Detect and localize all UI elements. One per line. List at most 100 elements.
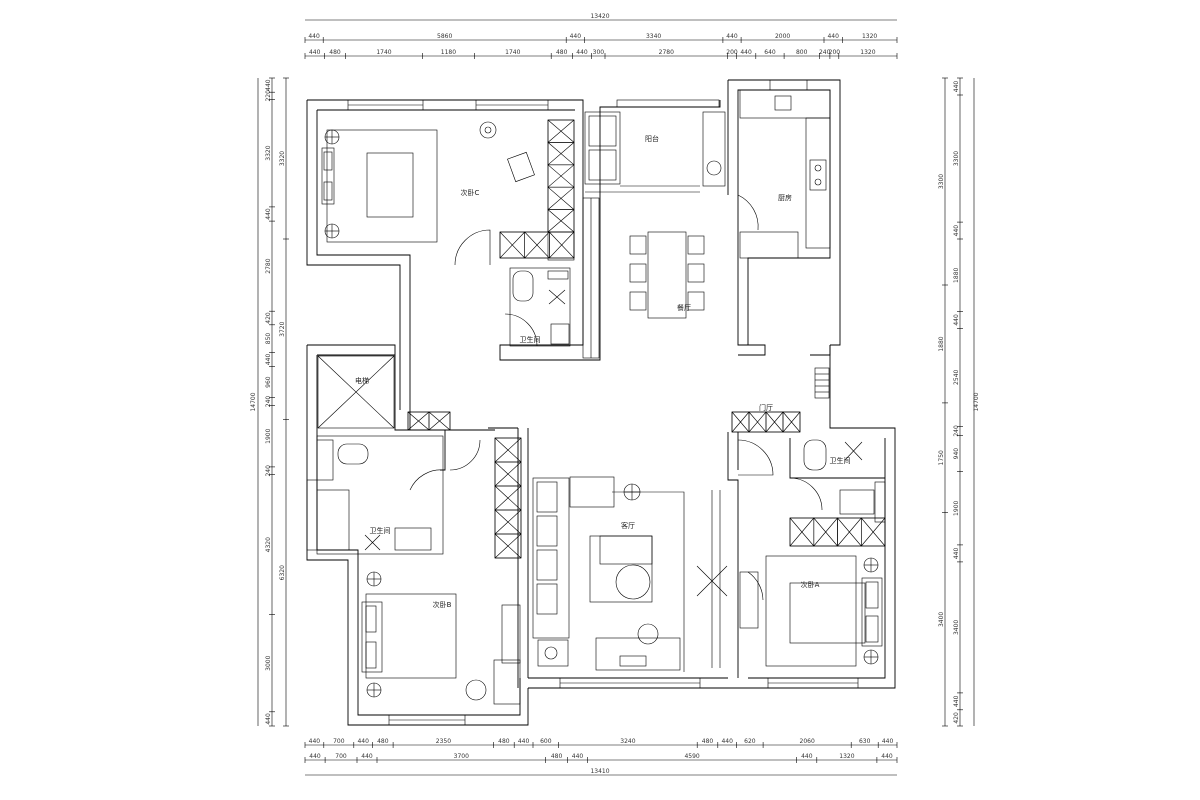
bath-left: 卫生间 (316, 435, 445, 555)
dim-left-r1-11: 240 (265, 465, 272, 477)
dim-top-r3-8: 2780 (659, 49, 674, 56)
dim-top-r2-5: 2000 (775, 33, 790, 40)
wardrobe-c (499, 119, 575, 259)
dim-bot-r2-5: 440 (572, 753, 584, 760)
label-elevator: 电梯 (355, 376, 369, 385)
bedroom-c: 次卧C (321, 119, 575, 266)
dim-left-r1-3: 440 (265, 208, 272, 220)
dim-bot-r1-1: 700 (333, 738, 345, 745)
dim-top-r2-3: 3340 (646, 33, 661, 40)
living-room: 客厅 (488, 427, 728, 688)
dim-bot-r1-12: 2060 (800, 738, 815, 745)
dim-left-r1-2: 3320 (265, 145, 272, 160)
dim-bot-r2-4: 480 (551, 753, 563, 760)
label-balcony: 阳台 (645, 134, 659, 143)
dim-right-total: 14700 (973, 392, 980, 411)
cabinet-entry-left (407, 411, 451, 431)
dim-right-r1-8: 1900 (953, 500, 960, 515)
dim-top-r3-4: 1740 (505, 49, 520, 56)
dim-bot-r1-5: 480 (498, 738, 510, 745)
label-dining: 餐厅 (677, 303, 691, 312)
dim-right-r1-12: 420 (953, 712, 960, 724)
entry: 门厅 (727, 367, 830, 678)
dim-left-r1-5: 420 (265, 312, 272, 324)
dim-right-r1-5: 2540 (953, 369, 960, 384)
dim-bot-r1-8: 3240 (620, 738, 635, 745)
dim-right-r2-2: 1750 (938, 450, 945, 465)
dim-left-row2: 3320 3720 6320 (279, 77, 289, 727)
dim-top-r2-7: 1320 (862, 33, 877, 40)
dim-bot-r2-6: 4590 (684, 753, 699, 760)
dim-top-r3-7: 300 (593, 49, 605, 56)
dim-right-r1-10: 3400 (953, 620, 960, 635)
dim-top-r3-2: 1740 (376, 49, 391, 56)
dim-top-r3-11: 640 (764, 49, 776, 56)
dim-left-row1: 4402203320440278042085044096024019002404… (265, 77, 275, 727)
bedroom-b: 次卧B (361, 437, 522, 705)
dim-bot-r1-14: 440 (882, 738, 894, 745)
dim-top-r2-2: 440 (570, 33, 582, 40)
dim-top-r3-1: 480 (329, 49, 341, 56)
label-bedroom-c: 次卧C (461, 188, 480, 197)
dim-bot-r1-7: 600 (540, 738, 552, 745)
dim-left-r2-2: 6320 (279, 565, 286, 580)
dim-top-r3-6: 440 (576, 49, 588, 56)
left-dimensions: 14700 4402203320440278042085044096024019… (250, 77, 289, 727)
outer-walls (306, 79, 896, 726)
dim-left-r1-4: 2780 (265, 258, 272, 273)
elevator: 电梯 (317, 355, 451, 431)
dim-top-r3-3: 1180 (441, 49, 456, 56)
dim-left-r2-1: 3720 (279, 321, 286, 336)
dim-left-r1-7: 440 (265, 353, 272, 365)
inner-walls (399, 344, 831, 431)
cabinet-entry-right (731, 411, 801, 433)
balcony: 阳台 (584, 111, 726, 193)
dim-top-row3: 440 480 1740 1180 1740 480 440 300 2780 200 440 640… (304, 49, 898, 59)
dim-top-r3-13: 240 (819, 49, 831, 56)
dim-bot-r1-2: 440 (357, 738, 369, 745)
dim-right-r1-9: 440 (953, 547, 960, 559)
dim-bot-r1-11: 620 (744, 738, 756, 745)
dim-left-r1-9: 240 (265, 396, 272, 408)
dim-left-r1-0: 440 (265, 79, 272, 91)
dim-left-r1-10: 1900 (265, 428, 272, 443)
dim-bot-r2-1: 700 (335, 753, 347, 760)
windows (306, 79, 859, 726)
dim-left-r1-1: 220 (265, 90, 272, 102)
dim-right-r1-0: 440 (953, 81, 960, 93)
label-bath-left: 卫生间 (370, 526, 391, 535)
dim-top-r3-10: 440 (740, 49, 752, 56)
dim-top-r3-12: 800 (796, 49, 808, 56)
dim-right-row1: 4403300440188044025402409401900440340044… (953, 77, 963, 727)
dim-left-r1-13: 3000 (265, 655, 272, 670)
dim-left-r2-0: 3320 (279, 151, 286, 166)
label-bath-top: 卫生间 (520, 335, 541, 344)
dim-right-r1-3: 1880 (953, 267, 960, 282)
dim-bot-r2-7: 440 (801, 753, 813, 760)
dim-right-r1-1: 3300 (953, 151, 960, 166)
wardrobe-a (789, 517, 886, 547)
dim-top-r3-14: 200 (829, 49, 841, 56)
label-entry: 门厅 (759, 403, 773, 412)
dim-top-r2-6: 440 (827, 33, 839, 40)
dim-right-r1-6: 240 (953, 425, 960, 437)
dim-top-r3-0: 440 (309, 49, 321, 56)
dim-right-r2-0: 3300 (938, 174, 945, 189)
wardrobe-b (494, 437, 522, 559)
dim-top-r3-15: 1320 (860, 49, 875, 56)
dim-left-r1-14: 440 (265, 713, 272, 725)
dim-bot-r1-6: 440 (518, 738, 530, 745)
dim-top-total: 13420 (590, 13, 609, 20)
dim-bottom-total: 13410 (590, 768, 609, 775)
dim-top-r3-5: 480 (556, 49, 568, 56)
dim-left-total: 14700 (250, 392, 257, 411)
dim-bot-r1-9: 480 (702, 738, 714, 745)
label-bedroom-b: 次卧B (433, 600, 452, 609)
label-bedroom-a: 次卧A (801, 580, 820, 589)
dim-right-r2-1: 1880 (938, 336, 945, 351)
kitchen: 厨房 (737, 89, 831, 259)
